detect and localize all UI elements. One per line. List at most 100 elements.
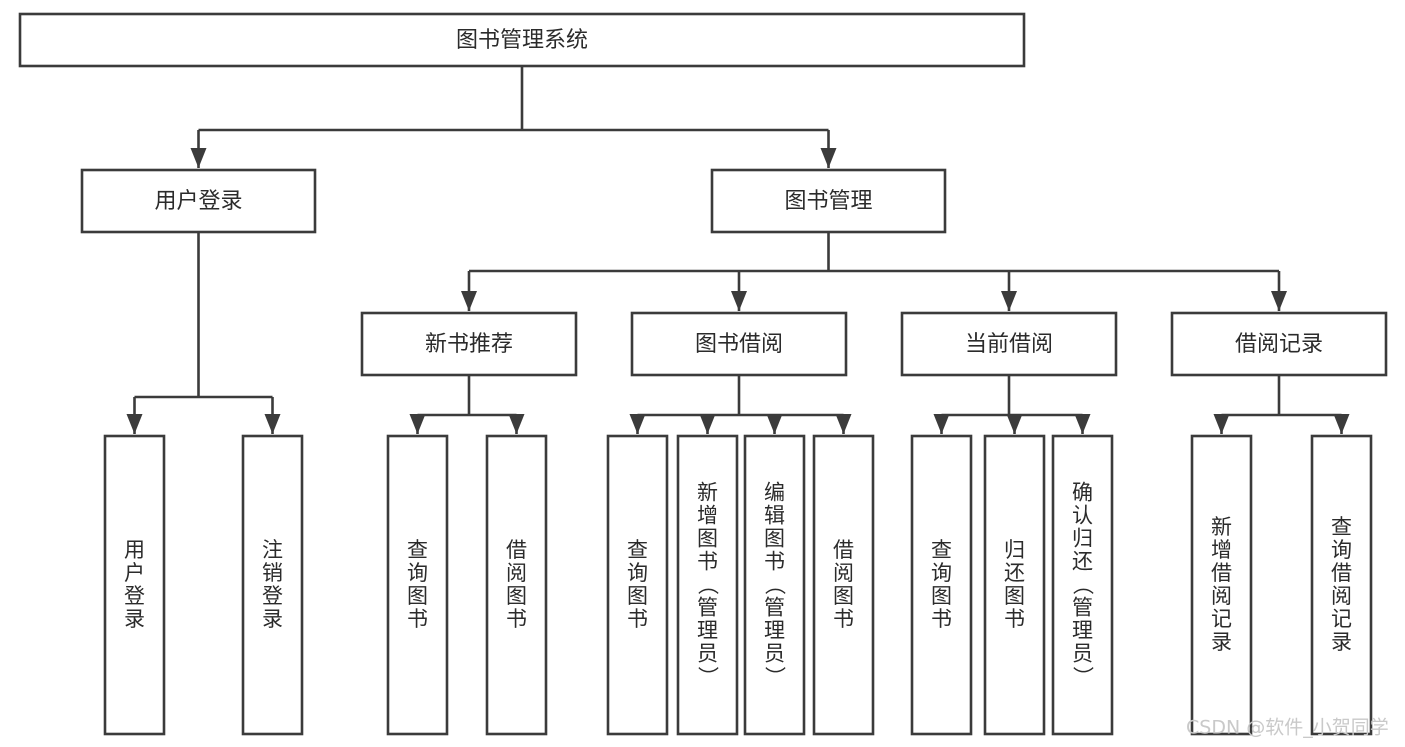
node-box — [710, 168, 947, 234]
arrow-head-icon — [1001, 291, 1017, 311]
arrow-head-icon — [629, 414, 646, 434]
node-label-char: 新 — [1211, 515, 1232, 539]
node-label-char: 归 — [1004, 538, 1025, 562]
node-box — [103, 434, 166, 736]
node-label-char: 录 — [262, 607, 283, 631]
node-label-char: 还 — [1072, 549, 1093, 573]
node-layer: 图书管理系统用户登录图书管理新书推荐图书借阅当前借阅借阅记录用户登录注销登录查询… — [18, 12, 1388, 736]
node-label-char: 辑 — [764, 503, 785, 527]
node-label-char: 理 — [1072, 618, 1093, 642]
arrow-head-icon — [731, 291, 747, 311]
node-box — [360, 311, 578, 377]
node-label-char: 图 — [833, 584, 854, 608]
node-label-char: ） — [1071, 666, 1095, 687]
node-label-char: 查 — [1331, 515, 1352, 539]
node-submodule-当前借阅[interactable]: 当前借阅 — [900, 311, 1118, 377]
node-label-char: 录 — [124, 607, 145, 631]
arrow-head-icon — [1333, 414, 1350, 434]
node-label-char: 图 — [506, 584, 527, 608]
node-label-char: 员 — [764, 641, 785, 665]
node-box — [386, 434, 449, 736]
node-label-char: 认 — [1072, 503, 1093, 527]
arrow-head-icon — [933, 414, 950, 434]
node-label-char: 归 — [1072, 526, 1093, 550]
node-label-char: 理 — [764, 618, 785, 642]
node-label-char: 用 — [124, 538, 145, 562]
node-label-char: 录 — [1211, 630, 1232, 654]
node-label-char: 书 — [833, 607, 854, 631]
node-label-char: 查 — [407, 538, 428, 562]
node-box — [676, 434, 739, 736]
csdn-watermark: CSDN @软件_小贺同学 — [1186, 717, 1389, 739]
node-submodule-图书借阅[interactable]: 图书借阅 — [630, 311, 848, 377]
node-label-char: 记 — [1211, 607, 1232, 631]
node-label-char: 书 — [407, 607, 428, 631]
arrow-head-icon — [1074, 414, 1091, 434]
node-box — [18, 12, 1026, 68]
node-box — [900, 311, 1118, 377]
node-label: 图书管理系统 — [456, 28, 588, 53]
node-label-char: 阅 — [833, 561, 854, 585]
node-submodule-新书推荐[interactable]: 新书推荐 — [360, 311, 578, 377]
arrow-head-icon — [126, 414, 143, 434]
node-submodule-借阅记录[interactable]: 借阅记录 — [1170, 311, 1388, 377]
node-label-char: 编 — [764, 480, 785, 504]
node-label-char: 图 — [1004, 584, 1025, 608]
node-label-char: 还 — [1004, 561, 1025, 585]
node-box — [1051, 434, 1114, 736]
arrow-head-icon — [461, 291, 477, 311]
arrow-head-icon — [409, 414, 426, 434]
node-box — [1190, 434, 1253, 736]
node-label-char: 书 — [506, 607, 527, 631]
node-module-图书管理[interactable]: 图书管理 — [710, 168, 947, 234]
arrow-head-icon — [820, 148, 837, 168]
node-module-用户登录[interactable]: 用户登录 — [80, 168, 317, 234]
node-label-char: 增 — [697, 503, 718, 527]
node-box — [910, 434, 973, 736]
node-label-char: 图 — [407, 584, 428, 608]
arrow-head-icon — [766, 414, 783, 434]
arrow-head-icon — [190, 148, 207, 168]
node-label-char: （ — [1071, 574, 1095, 595]
node-label-char: ） — [763, 666, 787, 687]
node-label: 借阅记录 — [1235, 332, 1323, 357]
node-function-用户登录[interactable]: 用户登录 — [103, 434, 166, 736]
node-box — [983, 434, 1046, 736]
node-label-char: 书 — [697, 549, 718, 573]
node-label-char: 书 — [627, 607, 648, 631]
node-label: 用户登录 — [154, 189, 242, 214]
node-box — [743, 434, 806, 736]
node-label-char: 管 — [764, 595, 785, 619]
node-label-char: 借 — [833, 538, 854, 562]
node-label-char: （ — [763, 574, 787, 595]
node-label-char: 询 — [931, 561, 952, 585]
node-label-char: 阅 — [1331, 584, 1352, 608]
node-box — [630, 311, 848, 377]
node-label-char: 确 — [1072, 480, 1093, 504]
node-box — [485, 434, 548, 736]
node-label-char: 管 — [1072, 595, 1093, 619]
node-label-char: 新 — [697, 480, 718, 504]
node-label-char: 员 — [697, 641, 718, 665]
node-label-char: 户 — [124, 561, 145, 585]
node-label-char: 查 — [627, 538, 648, 562]
node-root-图书管理系统[interactable]: 图书管理系统 — [18, 12, 1026, 68]
node-label-char: 借 — [506, 538, 527, 562]
node-label-char: 销 — [262, 561, 283, 585]
node-label-char: 图 — [931, 584, 952, 608]
node-box — [80, 168, 317, 234]
node-label-char: 员 — [1072, 641, 1093, 665]
